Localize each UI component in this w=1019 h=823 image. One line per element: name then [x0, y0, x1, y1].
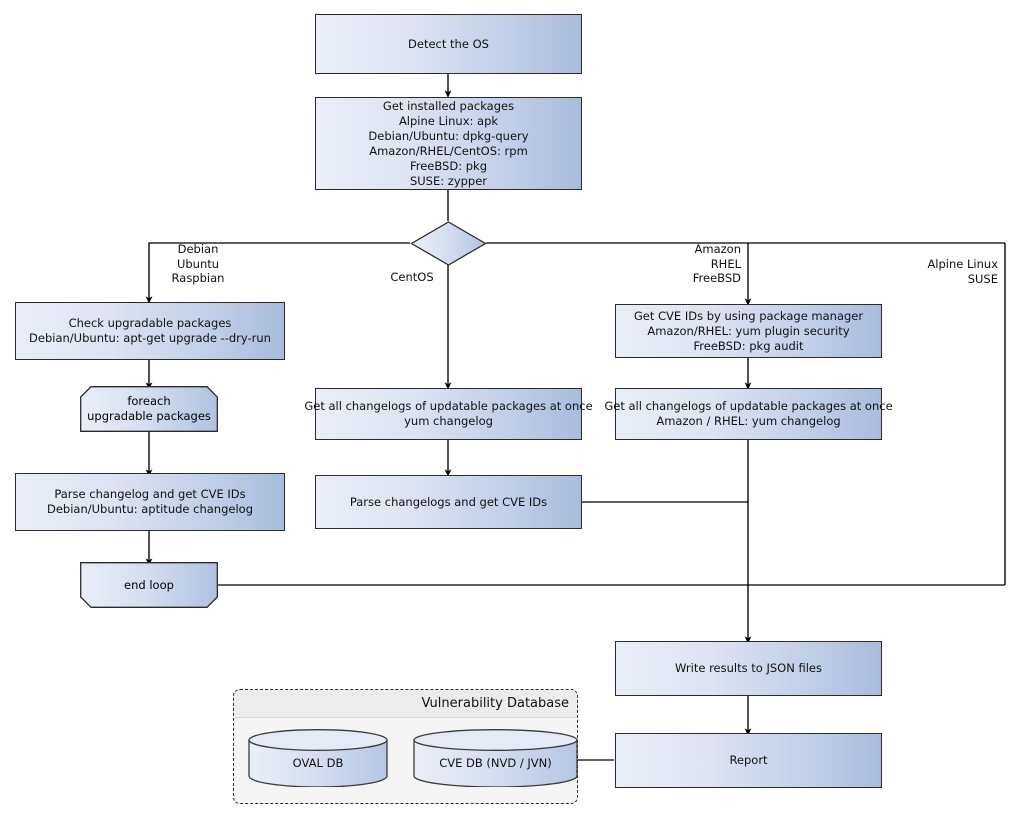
node-label: Report	[729, 753, 768, 767]
node-label: Get CVE IDs by using package manager Ama…	[633, 308, 864, 353]
db-label: CVE DB (NVD / JVN)	[439, 756, 552, 770]
node-label: Parse changelogs and get CVE IDs	[349, 494, 548, 509]
loop-start-shape	[80, 386, 218, 432]
loop-end-shape	[80, 562, 218, 608]
node-parse-changelogs-centos[interactable]: Parse changelogs and get CVE IDs	[315, 475, 582, 529]
node-changelogs-centos[interactable]: Get all changelogs of updatable packages…	[304, 388, 593, 440]
node-foreach-upgradable-packages[interactable]: foreach upgradable packages	[80, 386, 218, 432]
node-end-loop[interactable]: end loop	[80, 562, 218, 608]
node-report[interactable]: Report	[615, 733, 882, 788]
node-write-results-json[interactable]: Write results to JSON files	[615, 641, 882, 696]
node-label: Get all changelogs of updatable packages…	[604, 399, 893, 428]
node-label: Get all changelogs of updatable packages…	[304, 399, 593, 428]
node-get-cve-ids-package-manager[interactable]: Get CVE IDs by using package manager Ama…	[615, 304, 882, 358]
cylinder-shape	[413, 729, 578, 788]
node-detect-the-os[interactable]: Detect the OS	[315, 14, 582, 74]
node-label: Parse changelog and get CVE IDs Debian/U…	[47, 487, 253, 516]
node-label: Check upgradable packages Debian/Ubuntu:…	[29, 316, 271, 345]
group-title: Vulnerability Database	[234, 690, 577, 718]
node-os-decision[interactable]	[410, 221, 487, 266]
db-oval[interactable]: OVAL DB	[248, 729, 388, 788]
node-label: Get installed packages Alpine Linux: apk…	[368, 98, 529, 188]
db-label: OVAL DB	[292, 756, 344, 770]
node-changelogs-amazon[interactable]: Get all changelogs of updatable packages…	[604, 388, 893, 440]
node-parse-changelog-debian[interactable]: Parse changelog and get CVE IDs Debian/U…	[15, 473, 285, 531]
node-label: Detect the OS	[408, 36, 489, 51]
node-label: Write results to JSON files	[675, 661, 822, 675]
db-cve[interactable]: CVE DB (NVD / JVN)	[413, 729, 578, 788]
edge-label-centos-branch: CentOS	[390, 270, 434, 284]
node-check-upgradable-packages[interactable]: Check upgradable packages Debian/Ubuntu:…	[15, 302, 285, 360]
node-label: foreach upgradable packages	[87, 394, 211, 423]
edge-label-amazon-branch: Amazon RHEL FreeBSD	[692, 242, 741, 285]
node-label: end loop	[124, 577, 174, 592]
group-title-label: Vulnerability Database	[421, 696, 569, 711]
cylinder-shape	[248, 729, 388, 788]
diamond-shape	[410, 221, 487, 266]
node-get-installed-packages[interactable]: Get installed packages Alpine Linux: apk…	[315, 97, 582, 190]
edge-label-debian-branch: Debian Ubuntu Raspbian	[171, 242, 225, 285]
edge-label-alpine-branch: Alpine Linux SUSE	[927, 257, 998, 286]
